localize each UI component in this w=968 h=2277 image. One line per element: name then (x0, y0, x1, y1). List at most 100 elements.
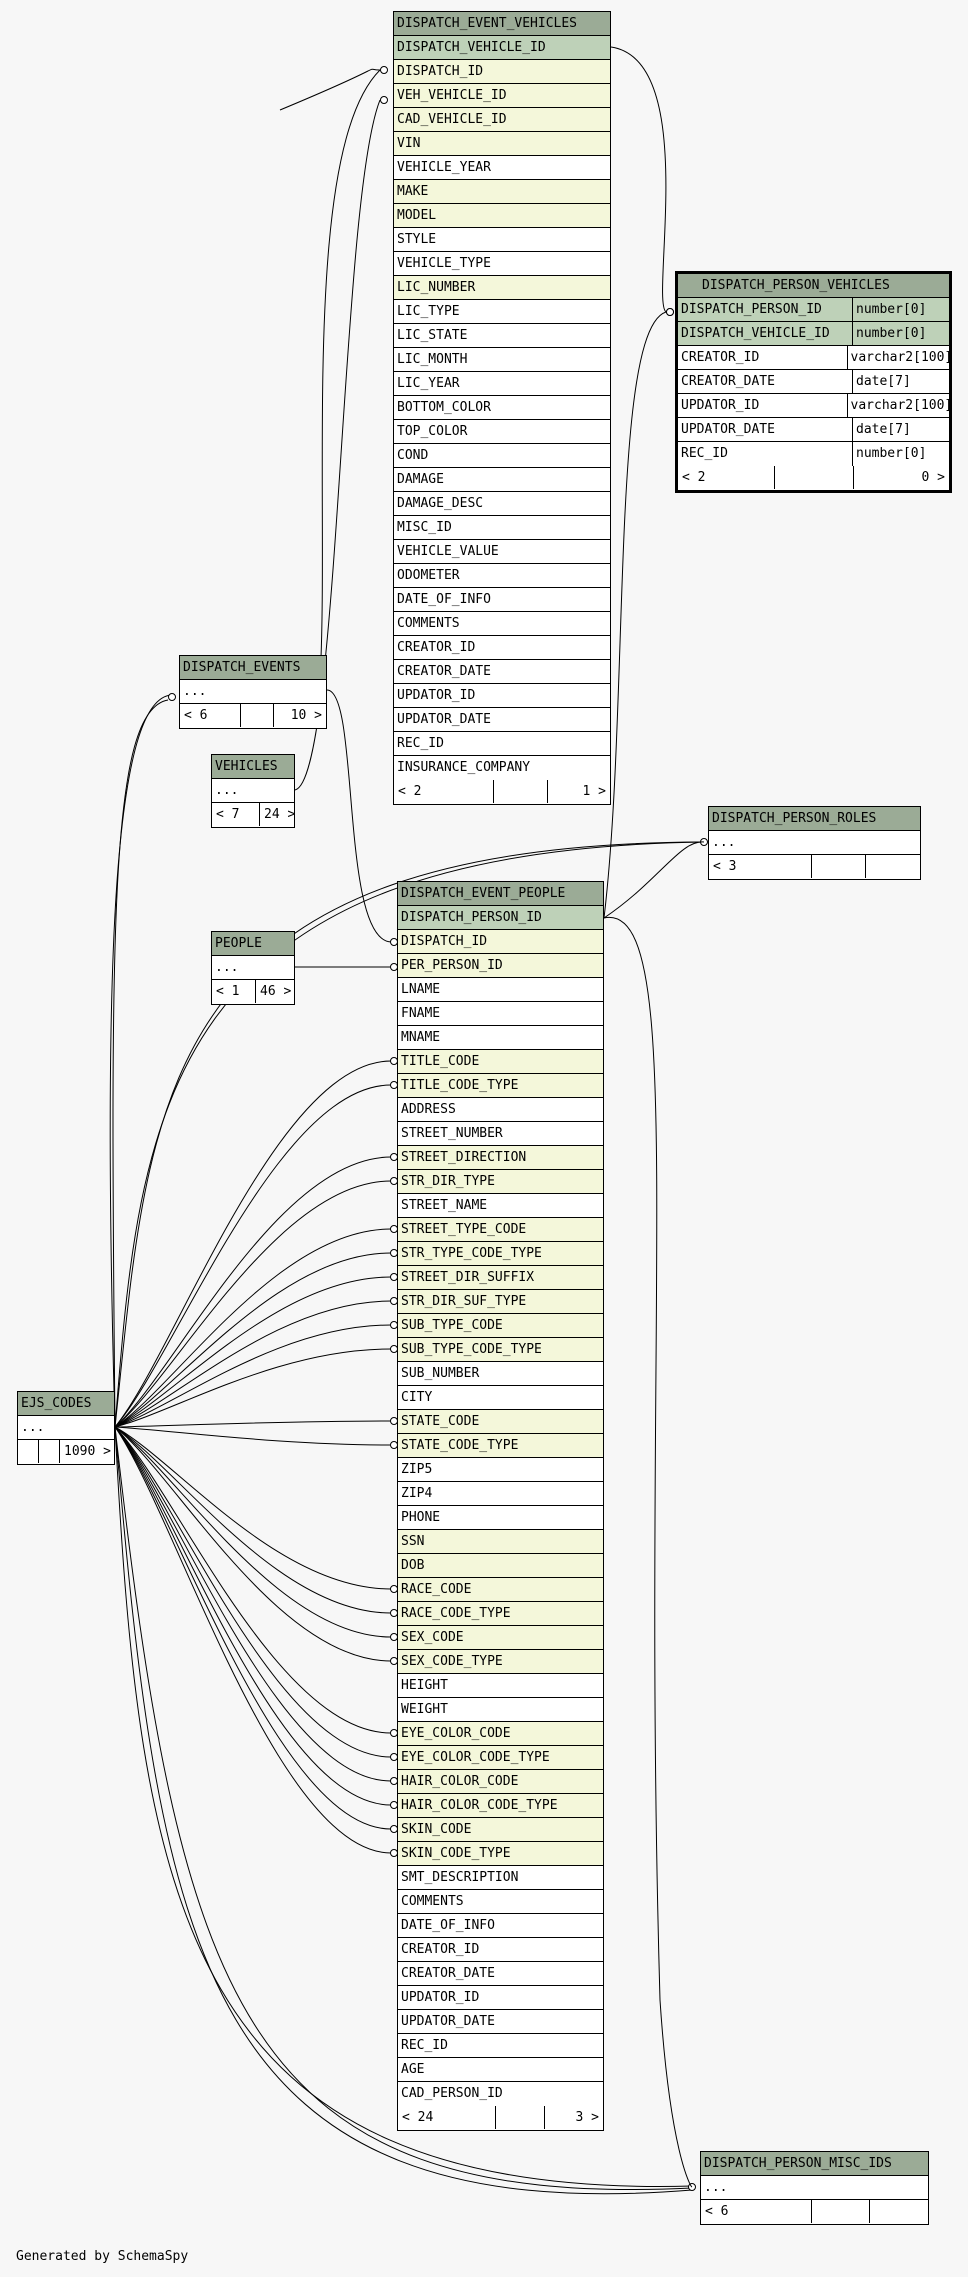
column-race-code[interactable]: RACE_CODE (398, 1578, 603, 1602)
column-cond[interactable]: COND (394, 444, 610, 468)
column-dispatch-id[interactable]: DISPATCH_ID (394, 60, 610, 84)
table-header[interactable]: VEHICLES (212, 755, 294, 779)
column-street-direction[interactable]: STREET_DIRECTION (398, 1146, 603, 1170)
column-dispatch-vehicle-id[interactable]: DISPATCH_VEHICLE_ID (394, 36, 610, 60)
footer-children[interactable]: 1090 > (64, 1444, 111, 1459)
footer-parents[interactable]: < 6 (180, 704, 241, 727)
table-header[interactable]: DISPATCH_EVENTS (180, 656, 326, 680)
column-damage[interactable]: DAMAGE (394, 468, 610, 492)
table-people[interactable]: PEOPLE ... < 1 46 > (211, 931, 295, 1005)
column-ssn[interactable]: SSN (398, 1530, 603, 1554)
column-str-dir-type[interactable]: STR_DIR_TYPE (398, 1170, 603, 1194)
footer-parents[interactable]: < 24 (398, 2106, 496, 2129)
column-hair-color-code-type[interactable]: HAIR_COLOR_CODE_TYPE (398, 1794, 603, 1818)
column-updator-id[interactable]: UPDATOR_ID (398, 1986, 603, 2010)
column-street-dir-suffix[interactable]: STREET_DIR_SUFFIX (398, 1266, 603, 1290)
column-lic-number[interactable]: LIC_NUMBER (394, 276, 610, 300)
column-state-code-type[interactable]: STATE_CODE_TYPE (398, 1434, 603, 1458)
footer-children[interactable]: 3 > (575, 2110, 599, 2125)
column-creator-id[interactable]: CREATOR_ID (394, 636, 610, 660)
column-lname[interactable]: LNAME (398, 978, 603, 1002)
column-damage-desc[interactable]: DAMAGE_DESC (394, 492, 610, 516)
column-zip4[interactable]: ZIP4 (398, 1482, 603, 1506)
column-sex-code-type[interactable]: SEX_CODE_TYPE (398, 1650, 603, 1674)
column-make[interactable]: MAKE (394, 180, 610, 204)
table-header[interactable]: DISPATCH_EVENT_VEHICLES (394, 12, 610, 36)
table-dispatch-events[interactable]: DISPATCH_EVENTS ... < 6 10 > (179, 655, 327, 729)
collapsed-columns[interactable]: ... (701, 2176, 928, 2200)
column-sub-number[interactable]: SUB_NUMBER (398, 1362, 603, 1386)
column-misc-id[interactable]: MISC_ID (394, 516, 610, 540)
column-skin-code-type[interactable]: SKIN_CODE_TYPE (398, 1842, 603, 1866)
column-updator-date[interactable]: UPDATOR_DATE (398, 2010, 603, 2034)
collapsed-columns[interactable]: ... (180, 680, 326, 704)
collapsed-columns[interactable]: ... (709, 831, 920, 855)
column-lic-state[interactable]: LIC_STATE (394, 324, 610, 348)
column-street-number[interactable]: STREET_NUMBER (398, 1122, 603, 1146)
column-hair-color-code[interactable]: HAIR_COLOR_CODE (398, 1770, 603, 1794)
column-phone[interactable]: PHONE (398, 1506, 603, 1530)
column-lic-month[interactable]: LIC_MONTH (394, 348, 610, 372)
column-vehicle-year[interactable]: VEHICLE_YEAR (394, 156, 610, 180)
table-dispatch-person-vehicles[interactable]: DISPATCH_PERSON_VEHICLES DISPATCH_PERSON… (675, 271, 952, 493)
footer-children[interactable]: 1 > (582, 784, 606, 799)
column-height[interactable]: HEIGHT (398, 1674, 603, 1698)
column-sub-type-code-type[interactable]: SUB_TYPE_CODE_TYPE (398, 1338, 603, 1362)
column-state-code[interactable]: STATE_CODE (398, 1410, 603, 1434)
column-comments[interactable]: COMMENTS (394, 612, 610, 636)
column-title-code-type[interactable]: TITLE_CODE_TYPE (398, 1074, 603, 1098)
column-street-type-code[interactable]: STREET_TYPE_CODE (398, 1218, 603, 1242)
column-style[interactable]: STYLE (394, 228, 610, 252)
column-per-person-id[interactable]: PER_PERSON_ID (398, 954, 603, 978)
column-smt-description[interactable]: SMT_DESCRIPTION (398, 1866, 603, 1890)
column-dispatch-id[interactable]: DISPATCH_ID (398, 930, 603, 954)
column-vehicle-type[interactable]: VEHICLE_TYPE (394, 252, 610, 276)
collapsed-columns[interactable]: ... (212, 956, 294, 980)
footer-parents[interactable]: < 3 (709, 855, 812, 878)
column-creator-id[interactable]: CREATOR_ID (398, 1938, 603, 1962)
column-cad-person-id[interactable]: CAD_PERSON_ID (398, 2082, 603, 2106)
footer-children[interactable]: 0 > (921, 470, 945, 485)
table-header[interactable]: PEOPLE (212, 932, 294, 956)
column-weight[interactable]: WEIGHT (398, 1698, 603, 1722)
column-race-code-type[interactable]: RACE_CODE_TYPE (398, 1602, 603, 1626)
footer-children[interactable]: 46 > (260, 984, 292, 999)
column-eye-color-code-type[interactable]: EYE_COLOR_CODE_TYPE (398, 1746, 603, 1770)
table-dispatch-person-roles[interactable]: DISPATCH_PERSON_ROLES ... < 3 (708, 806, 921, 880)
column-veh-vehicle-id[interactable]: VEH_VEHICLE_ID (394, 84, 610, 108)
table-dispatch-event-people[interactable]: DISPATCH_EVENT_PEOPLE DISPATCH_PERSON_ID… (397, 881, 604, 2131)
column-lic-type[interactable]: LIC_TYPE (394, 300, 610, 324)
column-eye-color-code[interactable]: EYE_COLOR_CODE (398, 1722, 603, 1746)
column-sub-type-code[interactable]: SUB_TYPE_CODE (398, 1314, 603, 1338)
column-comments[interactable]: COMMENTS (398, 1890, 603, 1914)
footer-children[interactable]: 24 > (264, 807, 294, 822)
table-header[interactable]: DISPATCH_EVENT_PEOPLE (398, 882, 603, 906)
column-date-of-info[interactable]: DATE_OF_INFO (394, 588, 610, 612)
table-dispatch-event-vehicles[interactable]: DISPATCH_EVENT_VEHICLES DISPATCH_VEHICLE… (393, 11, 611, 805)
column-fname[interactable]: FNAME (398, 1002, 603, 1026)
column-dispatch-person-id[interactable]: DISPATCH_PERSON_ID (398, 906, 603, 930)
column-dob[interactable]: DOB (398, 1554, 603, 1578)
column-mname[interactable]: MNAME (398, 1026, 603, 1050)
column-vehicle-value[interactable]: VEHICLE_VALUE (394, 540, 610, 564)
footer-children[interactable]: 10 > (290, 708, 322, 723)
table-header[interactable]: DISPATCH_PERSON_VEHICLES (678, 274, 949, 298)
table-header[interactable]: DISPATCH_PERSON_ROLES (709, 807, 920, 831)
column-rec-id[interactable]: REC_ID (398, 2034, 603, 2058)
column-creator-date[interactable]: CREATOR_DATE (394, 660, 610, 684)
column-creator-date[interactable]: CREATOR_DATE (398, 1962, 603, 1986)
footer-parents[interactable]: < 2 (678, 466, 775, 489)
table-header[interactable]: EJS_CODES (18, 1392, 114, 1416)
column-zip5[interactable]: ZIP5 (398, 1458, 603, 1482)
footer-children[interactable] (870, 2200, 928, 2223)
footer-parents[interactable]: < 7 (212, 803, 260, 826)
column-cad-vehicle-id[interactable]: CAD_VEHICLE_ID (394, 108, 610, 132)
column-age[interactable]: AGE (398, 2058, 603, 2082)
footer-parents[interactable]: < 6 (701, 2200, 812, 2223)
column-updator-date[interactable]: UPDATOR_DATE (394, 708, 610, 732)
column-vin[interactable]: VIN (394, 132, 610, 156)
